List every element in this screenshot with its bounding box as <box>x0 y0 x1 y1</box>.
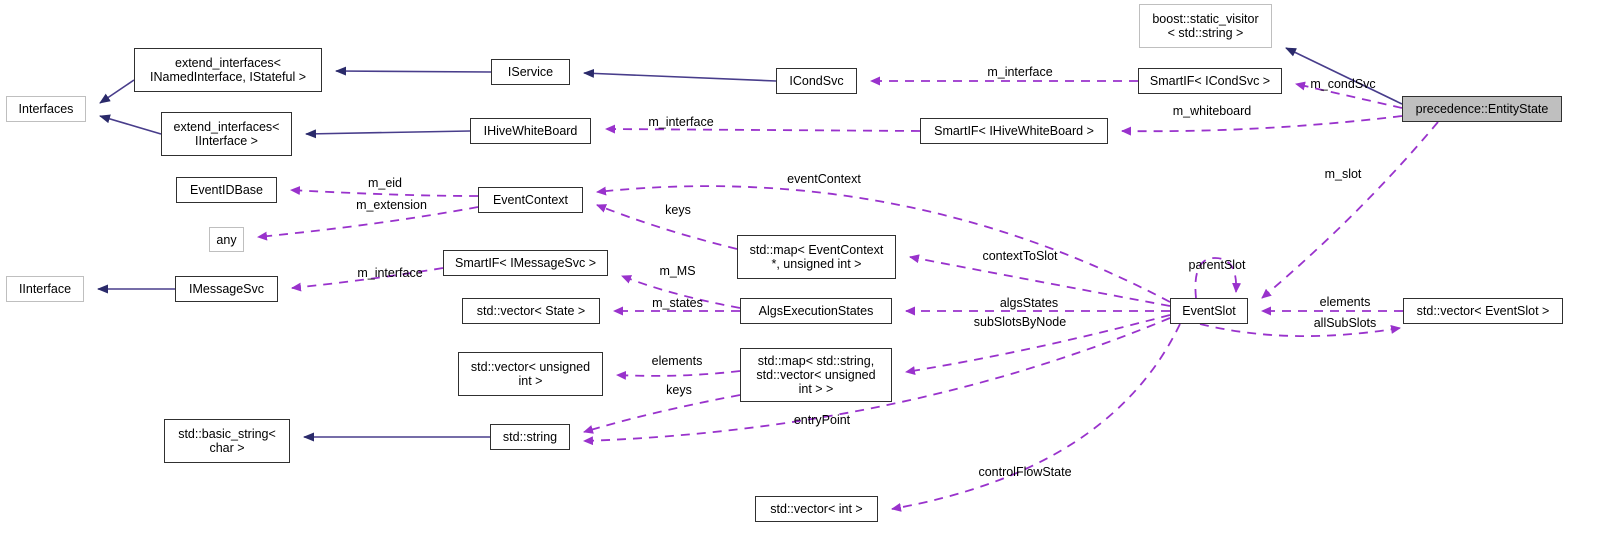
class-node-interfaces[interactable]: Interfaces <box>6 96 86 122</box>
edge-allsubslots <box>1199 323 1401 337</box>
class-node-basic_string[interactable]: std::basic_string< char > <box>164 419 290 463</box>
edge-extendiface-interfaces <box>99 114 162 135</box>
edge-label-eventContext: eventContext <box>787 172 861 186</box>
edge-elements-uint <box>616 370 741 380</box>
edge-label-elements_slot: elements <box>1319 295 1371 309</box>
edge-label-entryPoint: entryPoint <box>793 413 851 427</box>
class-node-entitystate[interactable]: precedence::EntityState <box>1402 96 1562 122</box>
class-node-imessagesvc[interactable]: IMessageSvc <box>175 276 278 302</box>
class-node-iservice[interactable]: IService <box>491 59 570 85</box>
edge-label-m_condsvc: m_condSvc <box>1310 77 1376 91</box>
edge-m-slot <box>1261 121 1439 299</box>
edge-label-m_extension: m_extension <box>356 198 427 212</box>
edge-label-m_eid: m_eid <box>367 176 403 190</box>
usage-edges <box>257 76 1439 512</box>
edge-parentslot <box>1194 257 1242 299</box>
edge-label-m_interface_cond: m_interface <box>987 65 1053 79</box>
edge-eventcontext <box>596 185 1171 303</box>
class-node-smartif_icondsvc[interactable]: SmartIF< ICondSvc > <box>1138 68 1282 94</box>
class-node-eventcontext[interactable]: EventContext <box>478 187 583 213</box>
class-node-map_eventctx[interactable]: std::map< EventContext *, unsigned int > <box>737 235 896 279</box>
class-node-std_string[interactable]: std::string <box>490 424 570 450</box>
class-node-boost_visitor[interactable]: boost::static_visitor < std::string > <box>1139 4 1272 48</box>
class-node-eventslot[interactable]: EventSlot <box>1170 298 1248 324</box>
class-node-algsexecstates[interactable]: AlgsExecutionStates <box>740 298 892 324</box>
edge-label-contextToSlot: contextToSlot <box>982 249 1058 263</box>
edge-m-condsvc <box>1295 81 1403 109</box>
edge-label-keys_str: keys <box>666 383 692 397</box>
class-node-map_str_vecuint[interactable]: std::map< std::string, std::vector< unsi… <box>740 348 892 402</box>
edge-label-m_states: m_states <box>652 296 703 310</box>
class-node-vector_state[interactable]: std::vector< State > <box>462 298 600 324</box>
edge-label-parentSlot: parentSlot <box>1188 258 1246 272</box>
edge-m-extension <box>257 206 479 241</box>
edge-label-allSubSlots: allSubSlots <box>1313 316 1377 330</box>
class-node-eventidbase[interactable]: EventIDBase <box>176 177 277 203</box>
edge-label-m_interface_msg: m_interface <box>357 266 423 280</box>
edge-ihwb-extendiface <box>305 129 471 139</box>
edge-iservice-extendnamed <box>335 66 492 76</box>
class-node-vector_uint[interactable]: std::vector< unsigned int > <box>458 352 603 396</box>
edge-label-m_slot: m_slot <box>1324 167 1362 181</box>
edge-label-m_MS: m_MS <box>659 264 696 278</box>
edge-controlflowstate <box>891 323 1181 512</box>
edge-extendnamed-interfaces <box>99 79 135 104</box>
edge-entrypoint <box>583 317 1171 446</box>
class-node-extend_iface[interactable]: extend_interfaces< IInterface > <box>161 112 292 156</box>
edge-subslotsbynode <box>905 314 1171 376</box>
edge-m-interface-hwb <box>605 124 921 134</box>
edge-keys-str <box>583 394 741 434</box>
edge-m-whiteboard <box>1121 115 1403 136</box>
edge-label-controlFlowState: controlFlowState <box>978 465 1072 479</box>
class-node-any[interactable]: any <box>209 227 244 252</box>
edge-m-MS <box>621 275 741 309</box>
class-node-iinterface[interactable]: IInterface <box>6 276 84 302</box>
inheritance-edges <box>97 47 1403 442</box>
edge-label-m_interface_hwb: m_interface <box>648 115 714 129</box>
edge-keys-ctx <box>596 204 738 250</box>
class-node-vector_int[interactable]: std::vector< int > <box>755 496 878 522</box>
edge-label-subSlotsByNode: subSlotsByNode <box>973 315 1067 329</box>
class-node-extend_named[interactable]: extend_interfaces< INamedInterface, ISta… <box>134 48 322 92</box>
class-node-vector_eventslot[interactable]: std::vector< EventSlot > <box>1403 298 1563 324</box>
edge-label-m_whiteboard: m_whiteboard <box>1172 104 1252 118</box>
class-node-smartif_ihwb[interactable]: SmartIF< IHiveWhiteBoard > <box>920 118 1108 144</box>
class-node-icondsvc[interactable]: ICondSvc <box>776 68 857 94</box>
edge-label-algsStates: algsStates <box>999 296 1059 310</box>
edge-icondsvc-iservice <box>583 68 777 82</box>
edge-label-elements_uint: elements <box>651 354 703 368</box>
edge-m-eid <box>290 186 479 197</box>
edge-entitystate-boostvisitor <box>1285 47 1403 105</box>
class-node-ihivewhiteboard[interactable]: IHiveWhiteBoard <box>470 118 591 144</box>
edge-label-keys_ctx: keys <box>665 203 691 217</box>
edge-m-interface-msg <box>291 267 444 292</box>
class-node-smartif_imsgsvc[interactable]: SmartIF< IMessageSvc > <box>443 250 608 276</box>
edge-contexttoslot <box>909 254 1171 307</box>
